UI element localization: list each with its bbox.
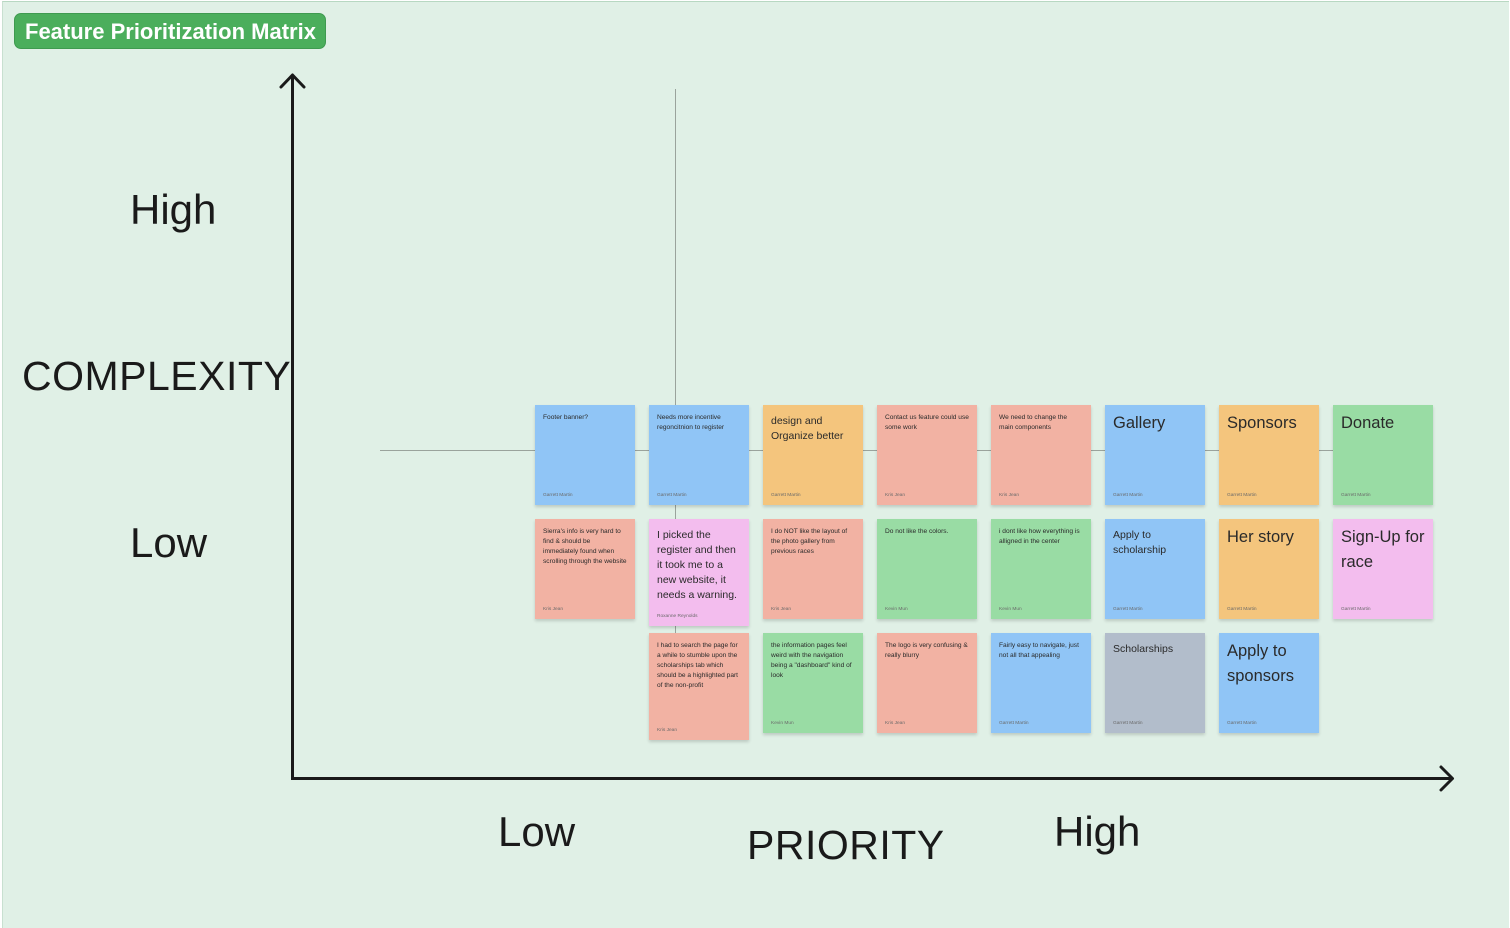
sticky-note-text: I had to search the page for a while to … [657, 642, 739, 689]
sticky-note-text: Needs more incentive regoncitnion to reg… [657, 414, 725, 431]
y-axis-title: COMPLEXITY [22, 353, 292, 399]
sticky-note-text: The logo is very confusing & really blur… [885, 642, 968, 659]
y-axis-low-label: Low [130, 519, 208, 566]
x-axis-high-label: High [1054, 808, 1141, 855]
sticky-note-text: Her story [1227, 528, 1294, 546]
sticky-note-text: Scholarships [1113, 643, 1174, 655]
sticky-note[interactable]: Donate Garrett Martin [1333, 405, 1433, 505]
sticky-note-text: Apply to scholarship [1113, 529, 1167, 556]
sticky-note-author: Garrett Martin [999, 721, 1029, 726]
sticky-note-author: Kevin Mun [999, 607, 1022, 612]
sticky-note-text: Apply to sponsors [1227, 642, 1294, 685]
sticky-note-text: Sponsors [1227, 414, 1297, 432]
sticky-note-text: the information pages feel weird with th… [771, 642, 852, 679]
y-axis-high-label: High [130, 186, 217, 233]
sticky-note-text: Gallery [1113, 414, 1166, 432]
sticky-note[interactable]: Footer banner? Garrett Martin [535, 405, 635, 505]
y-axis-arrowhead [279, 73, 306, 89]
sticky-note[interactable]: I had to search the page for a while to … [649, 633, 749, 740]
sticky-note-author: Kevin Mun [885, 607, 908, 612]
sticky-note-text: Sign-Up for race [1341, 528, 1425, 571]
sticky-note[interactable]: We need to change the main components Kr… [991, 405, 1091, 505]
frame-title-tag[interactable]: Feature Prioritization Matrix [14, 13, 326, 49]
sticky-note-author: Kris Jean [999, 493, 1019, 498]
sticky-note[interactable]: design and Organize better Garrett Marti… [763, 405, 863, 505]
x-axis-arrowhead [1439, 765, 1454, 792]
sticky-note-text: I picked the register and then it took m… [657, 529, 737, 601]
sticky-note-text: We need to change the main components [999, 414, 1068, 431]
x-axis-title: PRIORITY [747, 822, 945, 868]
sticky-note-author: Garrett Martin [1227, 493, 1257, 498]
sticky-note-author: Garrett Martin [1227, 607, 1257, 612]
sticky-note[interactable]: Fairly easy to navigate, just not all th… [991, 633, 1091, 733]
sticky-note-author: Kris Jean [771, 607, 791, 612]
sticky-note-text: Footer banner? [543, 414, 589, 421]
sticky-note-text: Sierra's info is very hard to find & sho… [543, 528, 627, 565]
sticky-note[interactable]: I picked the register and then it took m… [649, 519, 749, 626]
sticky-note-author: Kris Jean [885, 721, 905, 726]
sticky-note[interactable]: Contact us feature could use some work K… [877, 405, 977, 505]
sticky-note[interactable]: i dont like how everything is alligned i… [991, 519, 1091, 619]
sticky-note-author: Garrett Martin [1113, 607, 1143, 612]
sticky-note-text: I do NOT like the layout of the photo ga… [771, 528, 848, 555]
sticky-note[interactable]: the information pages feel weird with th… [763, 633, 863, 733]
sticky-note-text: design and Organize better [771, 415, 844, 442]
sticky-note-author: Roxanne Reynolds [657, 614, 698, 619]
sticky-note-author: Garrett Martin [1341, 607, 1371, 612]
sticky-note[interactable]: Sierra's info is very hard to find & sho… [535, 519, 635, 619]
sticky-note-author: Kris Jean [543, 607, 563, 612]
sticky-note[interactable]: Sign-Up for race Garrett Martin [1333, 519, 1433, 619]
sticky-note-author: Garrett Martin [657, 493, 687, 498]
sticky-note-text: i dont like how everything is alligned i… [999, 528, 1080, 545]
sticky-note[interactable]: I do NOT like the layout of the photo ga… [763, 519, 863, 619]
sticky-note-author: Kris Jean [657, 728, 677, 733]
sticky-note[interactable]: Needs more incentive regoncitnion to reg… [649, 405, 749, 505]
sticky-note-author: Garrett Martin [543, 493, 573, 498]
sticky-note[interactable]: Scholarships Garrett Martin [1105, 633, 1205, 733]
sticky-note-text: Do not like the colors. [885, 528, 949, 535]
sticky-note[interactable]: Do not like the colors. Kevin Mun [877, 519, 977, 619]
sticky-note-text: Contact us feature could use some work [885, 414, 969, 431]
sticky-note[interactable]: Sponsors Garrett Martin [1219, 405, 1319, 505]
sticky-note-author: Garrett Martin [1227, 721, 1257, 726]
sticky-note[interactable]: Apply to sponsors Garrett Martin [1219, 633, 1319, 733]
sticky-note-author: Garrett Martin [1113, 721, 1143, 726]
sticky-note-author: Kevin Mun [771, 721, 794, 726]
sticky-note[interactable]: The logo is very confusing & really blur… [877, 633, 977, 733]
sticky-note-author: Garrett Martin [771, 493, 801, 498]
sticky-note-author: Garrett Martin [1113, 493, 1143, 498]
sticky-note[interactable]: Her story Garrett Martin [1219, 519, 1319, 619]
sticky-note-text: Fairly easy to navigate, just not all th… [999, 642, 1079, 659]
x-axis-low-label: Low [498, 808, 576, 855]
sticky-note-text: Donate [1341, 414, 1395, 432]
sticky-note-author: Kris Jean [885, 493, 905, 498]
sticky-note[interactable]: Gallery Garrett Martin [1105, 405, 1205, 505]
sticky-note-author: Garrett Martin [1341, 493, 1371, 498]
sticky-note[interactable]: Apply to scholarship Garrett Martin [1105, 519, 1205, 619]
